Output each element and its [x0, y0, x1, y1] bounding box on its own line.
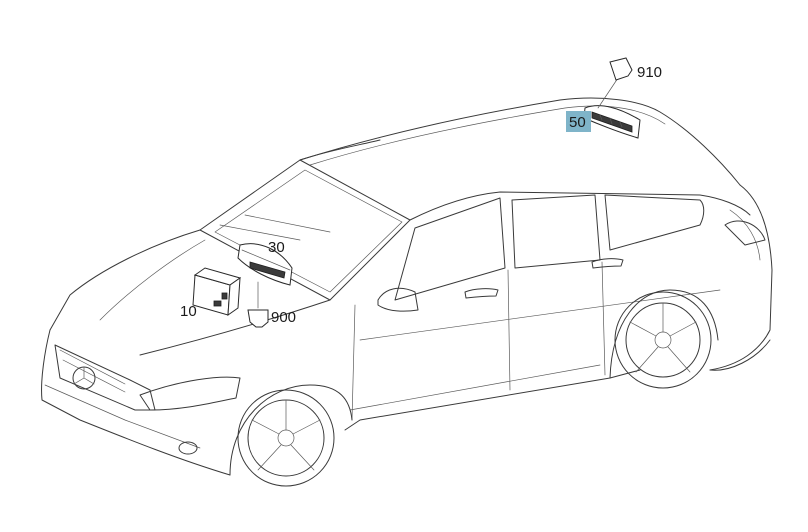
windshield-module-part-30[interactable]: [237, 243, 293, 286]
callout-900[interactable]: 900: [271, 309, 296, 326]
callout-30[interactable]: 30: [268, 239, 285, 256]
callout-30-label: 30: [268, 239, 285, 256]
callout-900-label: 900: [271, 309, 296, 326]
callout-10[interactable]: 10: [180, 303, 197, 320]
control-unit-part-10[interactable]: [192, 267, 242, 317]
callout-50-highlight: [566, 111, 591, 132]
connector-910-icon: [597, 57, 633, 109]
callout-50-label: 50: [569, 114, 586, 131]
roof-module-part-50[interactable]: [583, 105, 641, 139]
callout-10-label: 10: [180, 303, 197, 320]
callout-910-label: 910: [637, 64, 662, 81]
callout-50[interactable]: 50: [566, 111, 591, 132]
connector-900-icon: [247, 281, 269, 328]
car-body: [41, 97, 773, 487]
callout-910[interactable]: 910: [637, 64, 662, 81]
